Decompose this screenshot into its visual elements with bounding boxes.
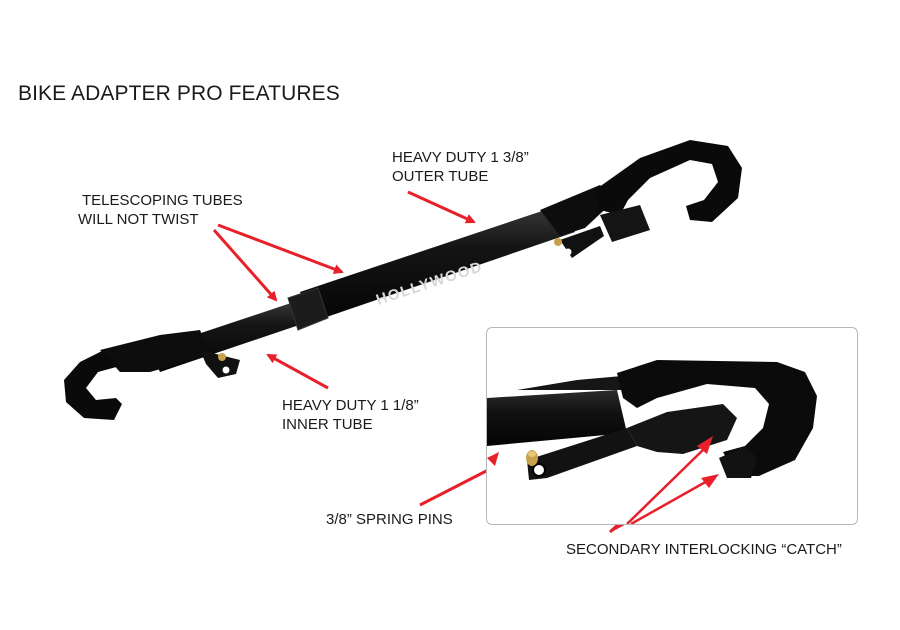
callout-spring-pins-line1: 3/8” SPRING PINS bbox=[326, 511, 453, 528]
callout-outer-tube: HEAVY DUTY 1 3/8” OUTER TUBE bbox=[392, 148, 529, 186]
arrow-telescoping-2 bbox=[212, 229, 278, 302]
tube-collar bbox=[287, 287, 329, 331]
outer-tube bbox=[300, 205, 575, 322]
hook-closeup-illustration bbox=[487, 360, 817, 524]
arrow-inner-tube bbox=[266, 353, 329, 390]
callout-outer-tube-line2: OUTER TUBE bbox=[392, 168, 489, 185]
hook-closeup-inset bbox=[486, 327, 858, 525]
callout-spring-pins: 3/8” SPRING PINS bbox=[326, 510, 453, 529]
page-title: BIKE ADAPTER PRO FEATURES bbox=[18, 82, 340, 105]
callout-inner-tube: HEAVY DUTY 1 1/8” INNER TUBE bbox=[282, 396, 419, 434]
callout-inner-tube-line1: HEAVY DUTY 1 1/8” bbox=[282, 397, 419, 414]
arrow-spring-pins bbox=[419, 464, 498, 507]
callout-telescoping-line1: TELESCOPING TUBES bbox=[82, 192, 243, 209]
arrow-telescoping-1 bbox=[217, 223, 344, 274]
spring-pin-right bbox=[554, 238, 562, 246]
arrow-outer-tube bbox=[407, 190, 476, 224]
spring-pin-left bbox=[218, 353, 226, 361]
right-hook bbox=[540, 140, 742, 258]
callout-telescoping-line2: WILL NOT TWIST bbox=[78, 211, 199, 228]
left-hook bbox=[64, 330, 240, 420]
callout-telescoping: TELESCOPING TUBES WILL NOT TWIST bbox=[78, 191, 243, 229]
callout-catch: SECONDARY INTERLOCKING “CATCH” bbox=[566, 540, 842, 559]
callout-catch-line1: SECONDARY INTERLOCKING “CATCH” bbox=[566, 541, 842, 558]
callout-outer-tube-line1: HEAVY DUTY 1 3/8” bbox=[392, 149, 529, 166]
callout-inner-tube-line2: INNER TUBE bbox=[282, 416, 373, 433]
